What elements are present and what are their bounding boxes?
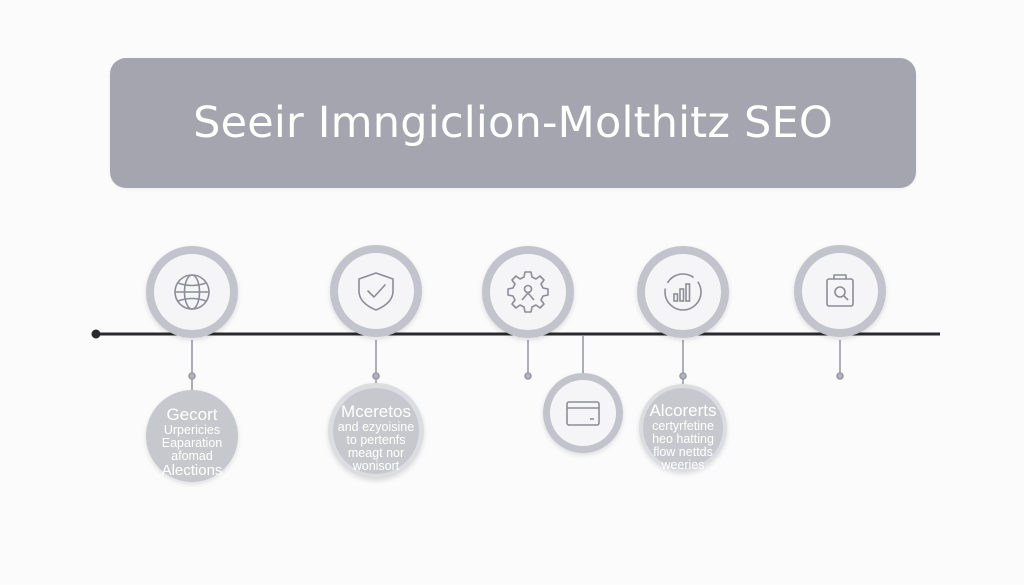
connector-4-dot	[679, 372, 687, 380]
title-banner: Seeir Imngiclion-Molthitz SEO	[110, 58, 916, 188]
bubble-4-text: Alcorerts certyrfetine heo hatting flow …	[637, 402, 729, 472]
gear-icon	[507, 271, 549, 313]
briefcase-search-icon	[826, 274, 854, 307]
node-2	[330, 245, 422, 337]
shield-check-icon	[358, 272, 394, 311]
bubble-1-line-4: Alections	[161, 462, 223, 480]
bubble-2-head: Mceretos	[341, 402, 411, 421]
bubble-4-head: Alcorerts	[649, 401, 717, 420]
node-5	[794, 245, 886, 337]
connector-5-dot	[836, 372, 844, 380]
connector-1-dot	[188, 372, 196, 380]
bubble-1-line-1: Urpericies	[163, 422, 221, 437]
bubble-1-head: Gecort	[166, 405, 218, 424]
bubble-4-line-3: flow nettds	[653, 445, 713, 460]
bubble-1	[146, 390, 238, 482]
timeline-start-dot	[91, 329, 101, 339]
bubble-4	[639, 384, 727, 472]
bubble-4-line-2: heo hatting	[652, 431, 714, 446]
connector-2-dot	[372, 372, 380, 380]
bubble-2-line-4: wonisort	[352, 459, 400, 474]
bubble-2-line-1: and ezyoisine	[337, 419, 415, 434]
bubble-2-line-3: meagt nor	[347, 446, 405, 461]
bubble-1-line-2: Eaparation	[161, 435, 223, 450]
page-title: Seeir Imngiclion-Molthitz SEO	[193, 98, 833, 148]
browser-window-icon	[566, 401, 600, 426]
bubble-1-text: Gecort Urpericies Eaparation afomad Alec…	[146, 406, 238, 479]
bubble-3	[543, 373, 623, 453]
bubble-4-line-4: weeries	[661, 458, 705, 473]
bubble-4-line-1: certyrfetine	[652, 418, 714, 433]
bubble-2-text: Mceretos and ezyoisine to pertenfs meagt…	[330, 403, 422, 473]
bar-chart-icon	[664, 273, 702, 311]
globe-icon	[174, 274, 210, 310]
bubble-2	[328, 383, 424, 479]
connector-3-dot	[524, 372, 532, 380]
bubble-1-line-3: afomad	[171, 449, 213, 464]
bubble-2-line-2: to pertenfs	[346, 432, 406, 447]
